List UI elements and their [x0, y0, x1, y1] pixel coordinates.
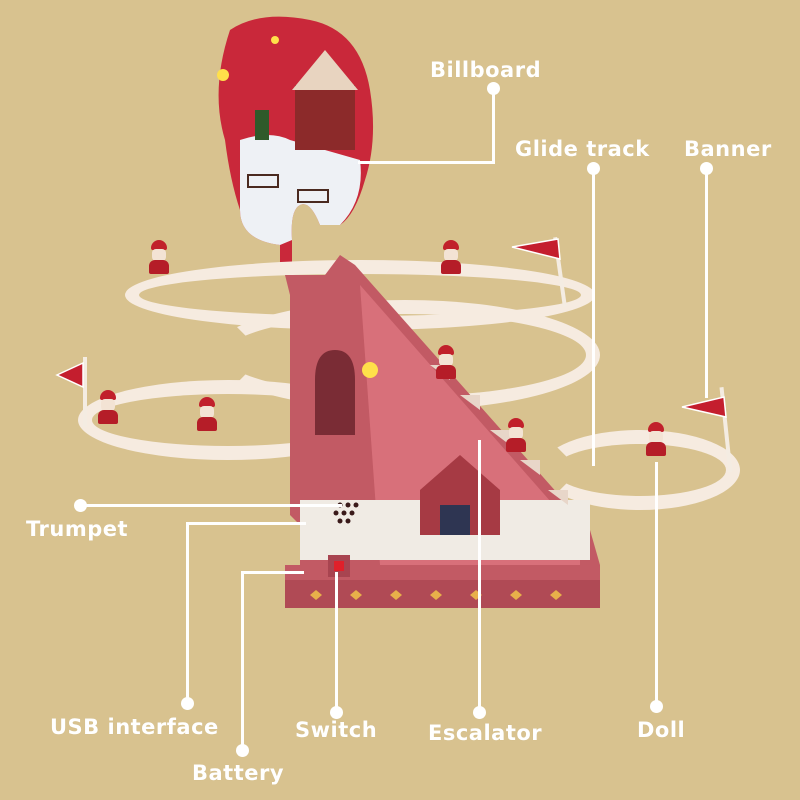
trumpet-leader-line — [80, 504, 342, 507]
doll-figure — [196, 397, 218, 431]
doll-figure — [440, 240, 462, 274]
glide-track-label: Glide track — [515, 137, 650, 161]
usb-interface-label: USB interface — [50, 715, 219, 739]
switch-pointer-dot — [330, 706, 343, 719]
trumpet-label: Trumpet — [26, 517, 129, 541]
battery-pointer-dot — [236, 744, 249, 757]
battery-leader-line — [241, 571, 304, 574]
escalator-label: Escalator — [428, 721, 543, 745]
doll-label: Doll — [637, 718, 686, 742]
doll-figure — [435, 345, 457, 379]
usb-leader-line — [186, 522, 306, 525]
battery-label: Battery — [192, 761, 285, 785]
billboard-leader-line — [492, 88, 495, 163]
battery-leader-line — [241, 571, 244, 749]
doll-leader-line — [655, 462, 658, 705]
banner-label: Banner — [684, 137, 772, 161]
usb-pointer-dot — [181, 697, 194, 710]
doll-figure — [645, 422, 667, 456]
doll-figure — [505, 418, 527, 452]
doll-figure — [148, 240, 170, 274]
banner-flag — [55, 357, 87, 427]
escalator-body — [285, 255, 600, 608]
billboard-illustration — [217, 16, 374, 276]
banner-flag — [681, 387, 733, 472]
escalator-pointer-dot — [473, 706, 486, 719]
doll-pointer-dot — [650, 700, 663, 713]
usb-leader-line — [186, 522, 189, 702]
switch-label: Switch — [295, 718, 378, 742]
billboard-leader-line — [358, 161, 495, 164]
doll-figure — [97, 390, 119, 424]
glide-track-leader-line — [592, 168, 595, 466]
banner-flag — [511, 237, 567, 307]
billboard-label: Billboard — [430, 58, 542, 82]
escalator-leader-line — [478, 440, 481, 710]
switch-leader-line — [335, 572, 338, 712]
banner-leader-line — [705, 168, 708, 398]
